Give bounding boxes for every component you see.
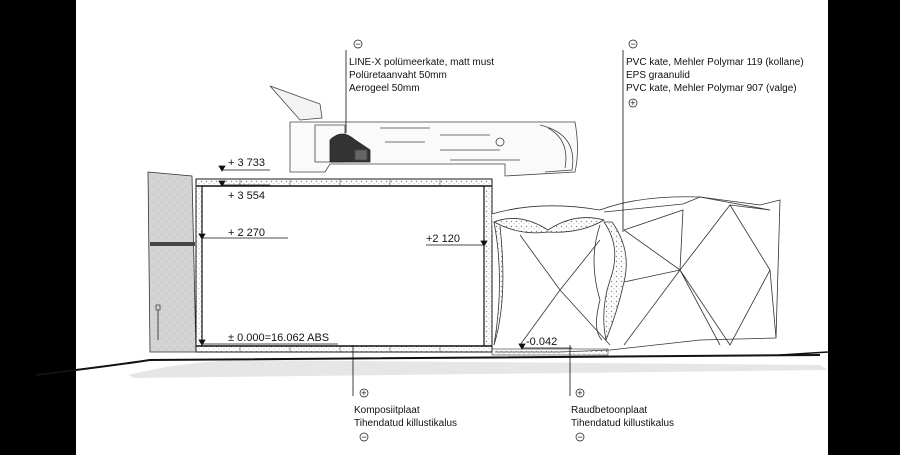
level-zero: ± 0.000=16.062 ABS (228, 332, 329, 344)
roof-profile-detail (269, 85, 578, 177)
paved-slab (491, 348, 609, 356)
membrane-canopy (491, 196, 781, 353)
level-ground: -0.042 (526, 336, 557, 348)
sign-membrane-top: − (631, 39, 636, 49)
roof-layer-1: LINE-X polümeerkate, matt must (349, 57, 494, 68)
roof-layer-3: Aerogeel 50mm (349, 83, 420, 94)
level-top-2: + 3 554 (228, 190, 265, 202)
minus-sign-icon (359, 432, 369, 442)
floor-left-layer-2: Tihendatud killustikalus (354, 418, 457, 429)
level-inner: +2 120 (426, 233, 460, 245)
sign-floor-right-bottom: − (578, 432, 583, 442)
sign-membrane-bottom: + (630, 98, 635, 108)
module-section (195, 178, 493, 353)
annotation-floor-right: + Raudbetoonplaat Tihendatud killustikal… (571, 388, 674, 442)
level-top-1: + 3 733 (228, 157, 265, 169)
concrete-end-wall (147, 171, 197, 353)
annotation-floor-left: + Komposiitplaat Tihendatud killustikalu… (354, 388, 457, 442)
plus-sign-icon (575, 388, 585, 398)
annotation-membrane: − PVC kate, Mehler Polymar 119 (kollane)… (626, 39, 804, 108)
minus-sign-icon (353, 39, 363, 49)
sign-floor-right-top: + (577, 388, 582, 398)
level-markers (198, 165, 572, 350)
roof-layer-2: Polüretaanvaht 50mm (349, 70, 447, 81)
sign-floor-left-top: + (361, 388, 366, 398)
ground-line (35, 351, 829, 378)
annotation-roof: − LINE-X polümeerkate, matt must Polüret… (349, 39, 494, 94)
membrane-layer-2: EPS graanulid (626, 70, 690, 81)
sign-roof-top: − (356, 39, 361, 49)
plus-sign-icon (359, 388, 369, 398)
floor-left-layer-1: Komposiitplaat (354, 405, 420, 416)
sign-floor-left-bottom: − (362, 432, 367, 442)
floor-right-layer-2: Tihendatud killustikalus (571, 418, 674, 429)
minus-sign-icon (628, 39, 638, 49)
membrane-layer-3: PVC kate, Mehler Polymar 907 (valge) (626, 83, 797, 94)
plus-sign-icon (628, 98, 638, 108)
floor-right-layer-1: Raudbetoonplaat (571, 405, 647, 416)
membrane-layer-1: PVC kate, Mehler Polymar 119 (kollane) (626, 57, 804, 68)
minus-sign-icon (575, 432, 585, 442)
level-mid: + 2 270 (228, 227, 265, 239)
